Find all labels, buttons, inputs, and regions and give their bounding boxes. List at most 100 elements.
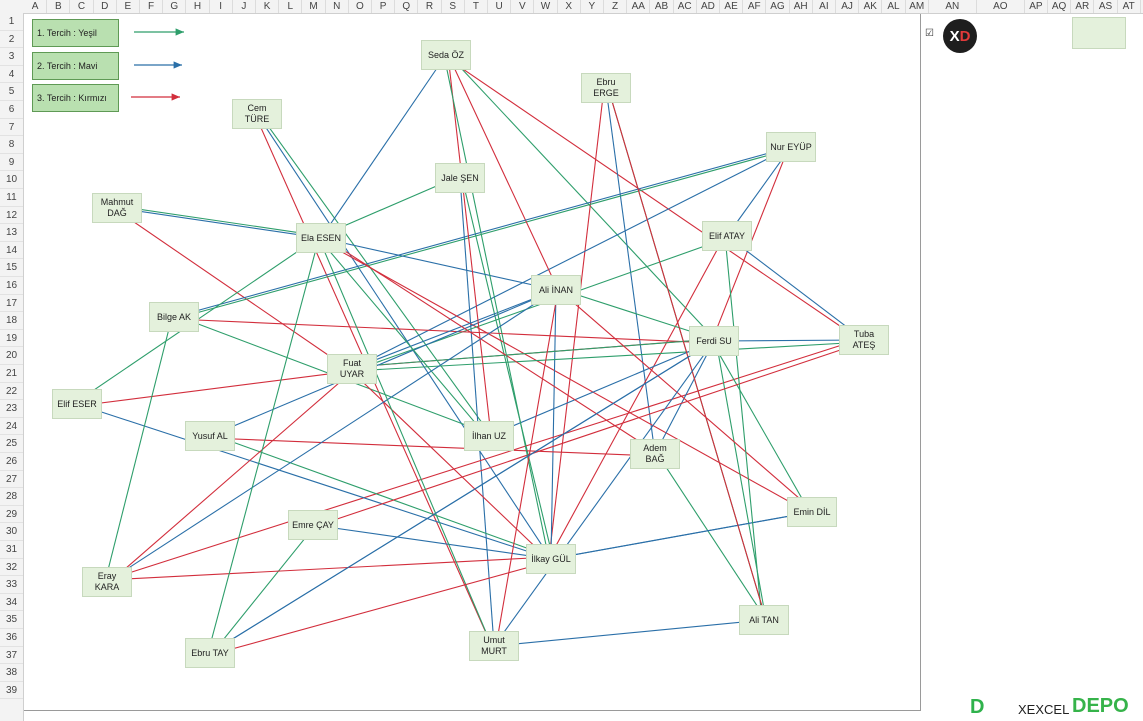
column-header[interactable]: AF (743, 0, 767, 13)
column-header[interactable]: J (233, 0, 256, 13)
column-header[interactable]: B (47, 0, 71, 13)
column-header[interactable]: AI (813, 0, 836, 13)
column-header[interactable]: I (210, 0, 233, 13)
row-header[interactable]: 19 (0, 330, 23, 348)
column-header[interactable]: AT (1118, 0, 1141, 13)
node-ilhan[interactable]: İlhan UZ (464, 421, 514, 451)
column-header[interactable]: AP (1025, 0, 1048, 13)
row-header[interactable]: 22 (0, 383, 23, 401)
node-mahmut[interactable]: Mahmut DAĞ (92, 193, 142, 223)
column-header[interactable]: AB (650, 0, 674, 13)
row-header[interactable]: 30 (0, 523, 23, 541)
column-header[interactable]: K (256, 0, 280, 13)
row-header[interactable]: 12 (0, 207, 23, 225)
row-header[interactable]: 11 (0, 189, 23, 207)
shape-box[interactable] (1072, 17, 1126, 49)
row-header[interactable]: 29 (0, 506, 23, 524)
row-header[interactable]: 24 (0, 418, 23, 436)
column-header[interactable]: AQ (1048, 0, 1072, 13)
row-header[interactable]: 21 (0, 365, 23, 383)
node-ilkay[interactable]: İlkay GÜL (526, 544, 576, 574)
row-header[interactable]: 33 (0, 576, 23, 594)
row-header[interactable]: 38 (0, 664, 23, 682)
column-header[interactable]: AS (1094, 0, 1118, 13)
row-header[interactable]: 15 (0, 259, 23, 277)
column-header[interactable]: D (94, 0, 117, 13)
column-header[interactable]: M (302, 0, 326, 13)
node-elif-atay[interactable]: Elif ATAY (702, 221, 752, 251)
row-header[interactable]: 14 (0, 242, 23, 260)
row-header[interactable]: 7 (0, 119, 23, 137)
column-header[interactable]: W (534, 0, 558, 13)
column-header[interactable]: T (465, 0, 488, 13)
node-yusuf[interactable]: Yusuf AL (185, 421, 235, 451)
column-header[interactable]: AO (977, 0, 1025, 13)
node-umut[interactable]: Umut MURT (469, 631, 519, 661)
node-elif-eser[interactable]: Elif ESER (52, 389, 102, 419)
row-header[interactable]: 13 (0, 224, 23, 242)
row-header[interactable]: 18 (0, 312, 23, 330)
column-header[interactable]: AJ (836, 0, 860, 13)
row-header[interactable]: 4 (0, 66, 23, 84)
row-header[interactable]: 39 (0, 682, 23, 700)
row-header[interactable]: 16 (0, 277, 23, 295)
row-header[interactable]: 31 (0, 541, 23, 559)
column-header[interactable]: G (163, 0, 187, 13)
node-ali-inan[interactable]: Ali İNAN (531, 275, 581, 305)
row-header[interactable]: 3 (0, 48, 23, 66)
column-header[interactable]: AE (720, 0, 744, 13)
column-header[interactable]: AM (906, 0, 929, 13)
column-header[interactable]: L (279, 0, 303, 13)
row-header[interactable]: 5 (0, 83, 23, 101)
row-header[interactable]: 10 (0, 171, 23, 189)
column-header[interactable]: O (349, 0, 372, 13)
node-bilge[interactable]: Bilge AK (149, 302, 199, 332)
node-eray[interactable]: Eray KARA (82, 567, 132, 597)
column-header[interactable]: H (186, 0, 210, 13)
column-header[interactable]: F (140, 0, 164, 13)
column-header[interactable]: P (372, 0, 396, 13)
column-header[interactable]: AN (929, 0, 977, 13)
column-header[interactable]: Q (395, 0, 419, 13)
row-header[interactable]: 35 (0, 611, 23, 629)
row-header[interactable]: 25 (0, 435, 23, 453)
node-seda[interactable]: Seda ÖZ (421, 40, 471, 70)
column-header[interactable]: AK (859, 0, 883, 13)
row-header[interactable]: 34 (0, 594, 23, 612)
row-header[interactable]: 37 (0, 647, 23, 665)
row-header[interactable]: 28 (0, 488, 23, 506)
row-header[interactable]: 17 (0, 295, 23, 313)
row-header[interactable]: 23 (0, 400, 23, 418)
column-header[interactable]: AL (882, 0, 906, 13)
node-ferdi[interactable]: Ferdi SU (689, 326, 739, 356)
column-header[interactable]: C (70, 0, 94, 13)
node-tuba[interactable]: Tuba ATEŞ (839, 325, 889, 355)
column-header[interactable]: AA (627, 0, 651, 13)
column-header[interactable]: X (558, 0, 581, 13)
column-header[interactable]: V (511, 0, 535, 13)
column-header[interactable]: R (418, 0, 442, 13)
node-emre[interactable]: Emre ÇAY (288, 510, 338, 540)
sheet-checkbox[interactable]: ☑ (925, 28, 934, 39)
node-nur[interactable]: Nur EYÜP (766, 132, 816, 162)
column-header[interactable]: AD (697, 0, 720, 13)
column-header[interactable]: N (326, 0, 349, 13)
row-header[interactable]: 9 (0, 154, 23, 172)
node-jale[interactable]: Jale ŞEN (435, 163, 485, 193)
row-header[interactable]: 8 (0, 136, 23, 154)
column-header[interactable]: AR (1071, 0, 1095, 13)
node-emin[interactable]: Emin DİL (787, 497, 837, 527)
row-header[interactable]: 26 (0, 453, 23, 471)
node-ela[interactable]: Ela ESEN (296, 223, 346, 253)
column-header[interactable]: U (488, 0, 512, 13)
node-ali-tan[interactable]: Ali TAN (739, 605, 789, 635)
row-header[interactable]: 20 (0, 347, 23, 365)
column-header[interactable]: Y (581, 0, 604, 13)
column-header[interactable]: A (24, 0, 48, 13)
row-header[interactable]: 6 (0, 101, 23, 119)
node-ebru-tay[interactable]: Ebru TAY (185, 638, 235, 668)
column-header[interactable]: Z (604, 0, 628, 13)
row-header[interactable]: 32 (0, 559, 23, 577)
column-header[interactable]: E (117, 0, 140, 13)
row-header[interactable]: 1 (0, 13, 23, 31)
